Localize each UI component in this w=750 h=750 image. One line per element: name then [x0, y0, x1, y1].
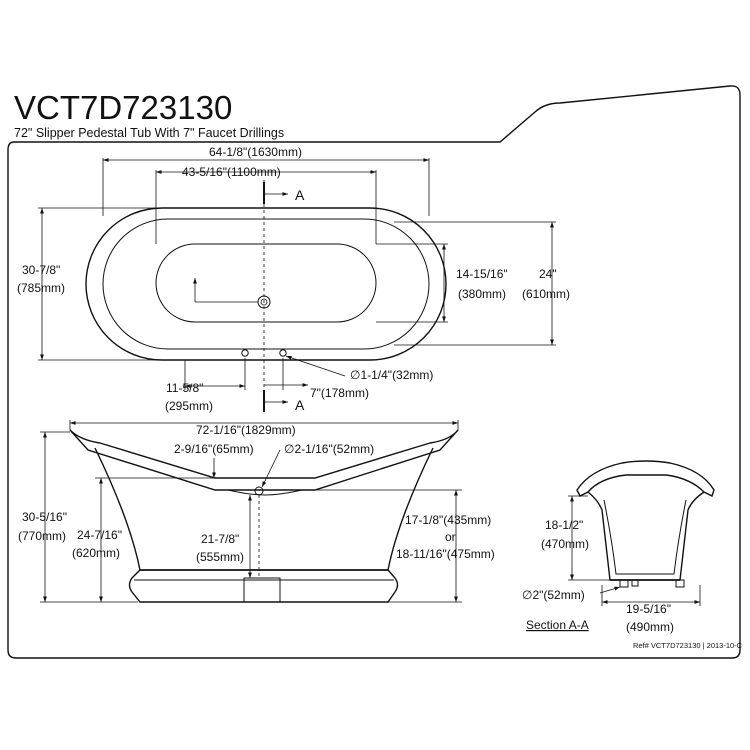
- section-drain-pipe: [619, 579, 629, 588]
- top-view: [85, 180, 447, 412]
- section-view: [576, 460, 715, 588]
- faucet-hole-left: [241, 349, 249, 357]
- section-dimensions: 18-1/2" (470mm) ∅2"(52mm) 19-5/16" (490m…: [522, 495, 701, 634]
- rim-length-label: 72-1/16"(1829mm): [196, 423, 296, 437]
- section-height-inch: 18-1/2": [545, 518, 583, 532]
- inner-width-inch: 14-15/16": [456, 267, 508, 281]
- section-width-mm: (490mm): [626, 620, 674, 634]
- tub-body-profile: [94, 447, 434, 571]
- drain-leader: [261, 449, 281, 488]
- tub-outer-rim: [85, 207, 447, 361]
- faucet-offset-mm: (295mm): [165, 399, 213, 413]
- section-height-mm: (470mm): [541, 537, 589, 551]
- water-depth-or: or: [445, 530, 456, 544]
- tub-rim-profile: [69, 429, 459, 491]
- section-inner-wall: [603, 499, 687, 575]
- drain-circle: [254, 486, 264, 496]
- model-title: VCT7D723130: [14, 89, 232, 126]
- water-depth-a: 17-1/8"(435mm): [405, 513, 491, 527]
- total-height-inch: 30-5/16": [22, 510, 67, 524]
- center-height-inch: 24-7/16": [77, 528, 122, 542]
- faucet-hole-right: [279, 349, 287, 357]
- drain-inner-circle: [260, 298, 268, 306]
- side-view-dimensions: 72-1/16"(1829mm) 2-9/16"(65mm) ∅2-1/16"(…: [18, 420, 495, 603]
- drain-diameter-label: ∅2-1/16"(52mm): [284, 442, 374, 456]
- section-rim: [576, 460, 715, 497]
- faucet-offset-inch: 11-5/8": [166, 381, 203, 395]
- overall-length-label: 64-1/8"(1630mm): [209, 145, 302, 159]
- interior-depth-mm: (555mm): [196, 550, 244, 564]
- inner-width-mm: (380mm): [458, 287, 506, 301]
- section-marker-top: A: [295, 187, 305, 203]
- center-height-mm: (620mm): [72, 546, 120, 560]
- interior-depth-inch: 21-7/8": [201, 532, 239, 546]
- section-drain-label: ∅2"(52mm): [522, 588, 585, 602]
- basin-width-mm: (610mm): [522, 287, 570, 301]
- basin-width-inch: 24": [539, 267, 557, 281]
- overall-width-mm: (785mm): [17, 281, 65, 295]
- drawing-frame: [7, 85, 741, 659]
- section-marker-bottom: A: [295, 397, 305, 413]
- total-height-mm: (770mm): [18, 529, 66, 543]
- section-label: Section A-A: [526, 618, 589, 632]
- hole-diameter-label: ∅1-1/4"(32mm): [350, 368, 433, 382]
- tub-basin: [155, 243, 377, 323]
- section-foot: [675, 579, 685, 588]
- base-access-slot: [243, 577, 281, 603]
- top-view-dimensions: 64-1/8"(1630mm) 43-5/16"(1100mm) 30-7/8"…: [17, 145, 570, 413]
- pedestal-base: [128, 569, 399, 603]
- model-description: 72" Slipper Pedestal Tub With 7" Faucet …: [14, 126, 284, 140]
- section-width-inch: 19-5/16": [626, 602, 671, 616]
- tub-inner-bottom: [215, 489, 315, 496]
- tub-inner-rim: [102, 218, 430, 350]
- faucet-spread-label: 7"(178mm): [310, 386, 369, 400]
- water-depth-b: 18-11/16"(475mm): [396, 547, 495, 561]
- reference-label: Ref# VCT7D723130 | 2013-10-C: [633, 641, 743, 650]
- hole-leader: [285, 355, 346, 377]
- section-drain-leader: [599, 586, 621, 594]
- inner-length-label: 43-5/16"(1100mm): [182, 165, 281, 179]
- rim-thickness-label: 2-9/16"(65mm): [174, 442, 254, 456]
- section-drain-fitting: [631, 579, 639, 587]
- overall-width-inch: 30-7/8": [22, 263, 60, 277]
- side-view: [69, 429, 459, 603]
